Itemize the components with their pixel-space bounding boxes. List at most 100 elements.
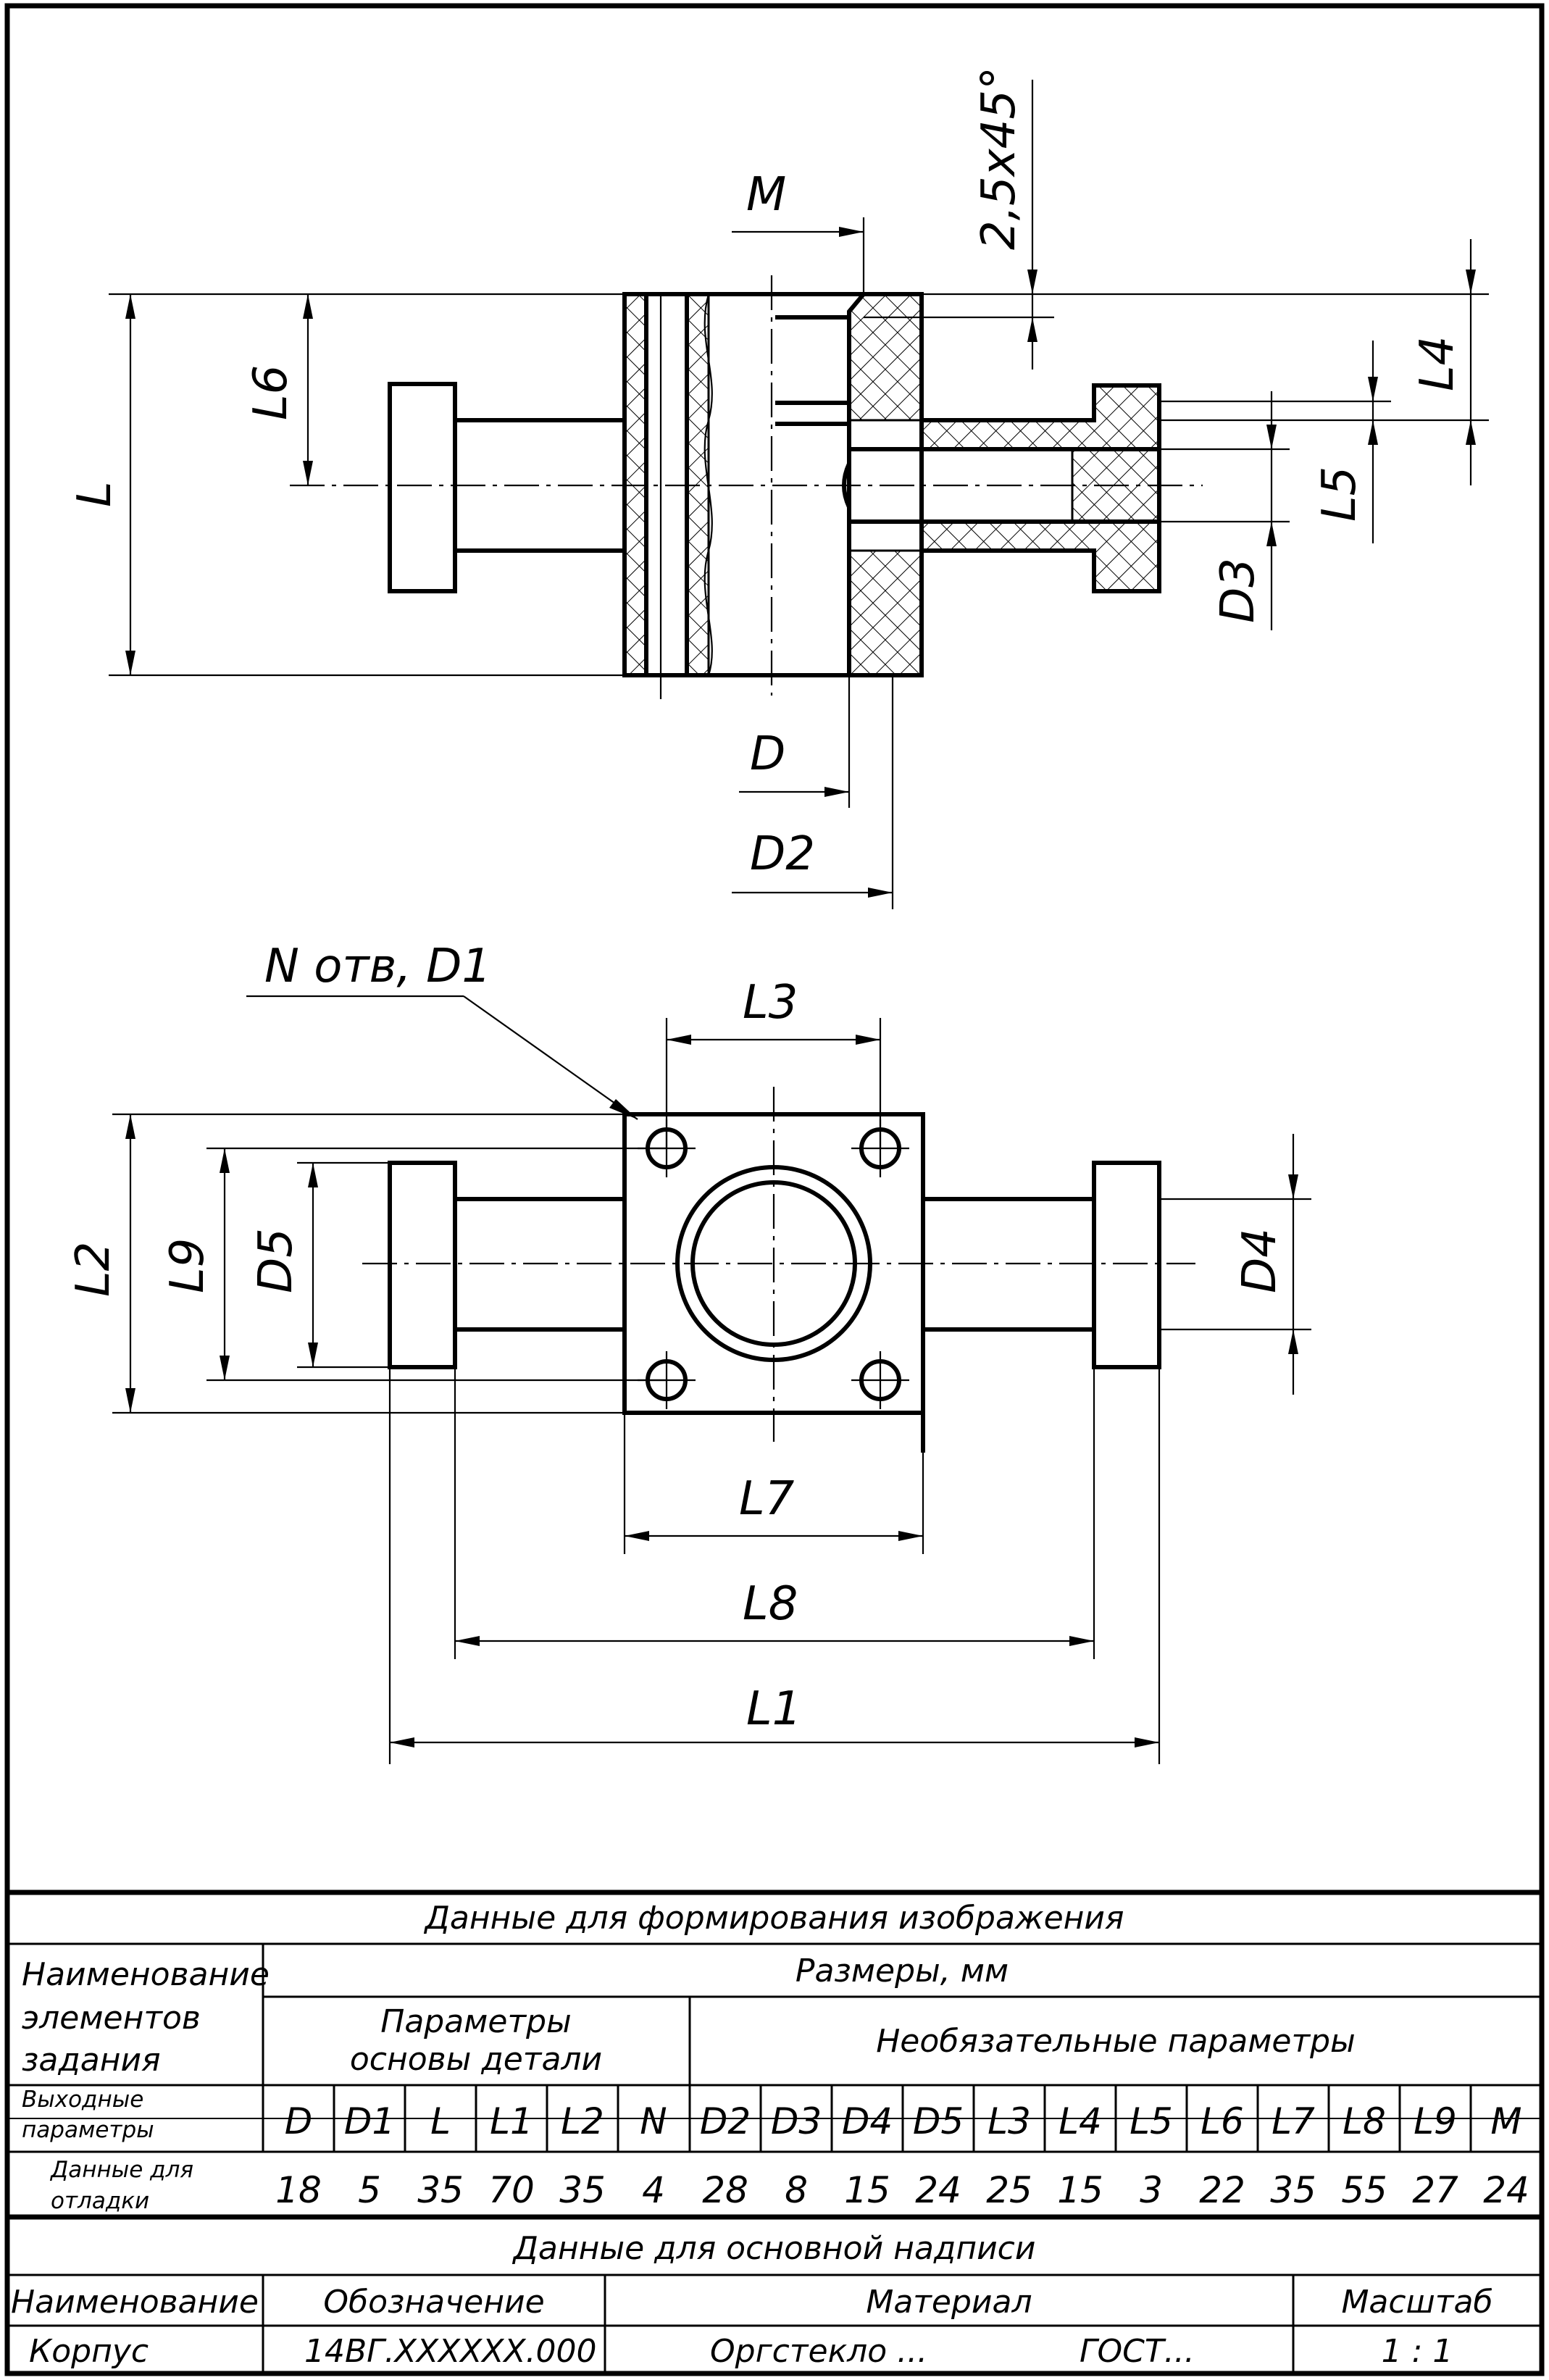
svg-text:D1: D1 <box>344 2100 395 2142</box>
dim-chamfer: 2,5x45° <box>864 67 1054 369</box>
svg-text:D3: D3 <box>771 2100 822 2142</box>
tb-header-name: Наименование <box>11 2284 259 2321</box>
dim-L5: L5 <box>1159 341 1391 543</box>
debug-data-label-1: Данные для <box>49 2157 193 2183</box>
label-L2: L2 <box>67 1242 120 1297</box>
dim-L6: L6 <box>244 294 313 485</box>
label-L9: L9 <box>161 1238 214 1293</box>
svg-text:L8: L8 <box>1343 2100 1386 2142</box>
top-view <box>362 1087 1195 1453</box>
element-names-header-3: задания <box>22 2042 161 2079</box>
label-chamfer: 2,5x45° <box>972 67 1026 250</box>
dim-holes: N отв, D1 <box>246 940 638 1120</box>
label-D4: D4 <box>1233 1228 1287 1293</box>
svg-text:15: 15 <box>844 2169 890 2211</box>
section-view <box>290 275 1203 699</box>
svg-text:L6: L6 <box>1201 2100 1244 2142</box>
label-D2: D2 <box>750 827 815 881</box>
svg-text:15: 15 <box>1057 2169 1103 2211</box>
label-L3: L3 <box>743 976 798 1030</box>
dim-L3: L3 <box>665 976 882 1148</box>
dim-D: D <box>739 675 851 808</box>
tb-value-scale: 1 : 1 <box>1382 2333 1453 2370</box>
output-params-label-1: Выходные <box>22 2087 143 2113</box>
svg-text:35: 35 <box>559 2169 606 2211</box>
label-D5: D5 <box>249 1228 303 1293</box>
tb-value-designation: 14ВГ.XXXXXX.000 <box>304 2333 597 2370</box>
dim-L8: L8 <box>454 1329 1095 1659</box>
label-D: D <box>750 727 785 781</box>
svg-text:L: L <box>430 2100 451 2142</box>
optional-params-header: Необязательные параметры <box>876 2023 1356 2060</box>
dim-L1: L1 <box>388 1367 1161 1764</box>
svg-text:L2: L2 <box>561 2100 604 2142</box>
svg-text:3: 3 <box>1140 2169 1163 2211</box>
tb-header-scale: Масштаб <box>1341 2284 1492 2321</box>
label-L6: L6 <box>244 365 298 420</box>
svg-text:L1: L1 <box>490 2100 533 2142</box>
dim-L9: L9 <box>161 1147 667 1382</box>
svg-text:5: 5 <box>358 2169 381 2211</box>
label-M: M <box>746 168 786 222</box>
tb-header-designation: Обозначение <box>323 2284 544 2321</box>
label-L5: L5 <box>1313 467 1366 522</box>
svg-text:70: 70 <box>488 2169 535 2211</box>
svg-text:55: 55 <box>1341 2169 1387 2211</box>
svg-text:35: 35 <box>1270 2169 1316 2211</box>
svg-text:28: 28 <box>702 2169 748 2211</box>
label-L7: L7 <box>739 1472 795 1526</box>
svg-text:L4: L4 <box>1059 2100 1102 2142</box>
label-holes: N отв, D1 <box>264 940 491 993</box>
column-headers: D D1 L L1 L2 N D2 D3 D4 D5 L3 L4 L5 L6 L… <box>285 2100 1522 2142</box>
tb-value-standard: ГОСТ... <box>1080 2333 1195 2370</box>
dim-L: L <box>68 293 625 677</box>
svg-text:L5: L5 <box>1130 2100 1173 2142</box>
right-flange <box>1092 1161 1161 1369</box>
svg-text:25: 25 <box>986 2169 1032 2211</box>
label-L8: L8 <box>743 1577 798 1631</box>
tb-value-material: Оргстекло ... <box>710 2333 927 2370</box>
left-flange <box>388 1161 457 1369</box>
dim-L7: L7 <box>623 1413 924 1554</box>
svg-text:8: 8 <box>785 2169 808 2211</box>
label-D3: D3 <box>1211 558 1265 623</box>
svg-text:L9: L9 <box>1414 2100 1457 2142</box>
svg-text:L7: L7 <box>1272 2100 1315 2142</box>
svg-text:35: 35 <box>417 2169 464 2211</box>
dim-D4: D4 <box>1159 1134 1311 1395</box>
svg-text:D2: D2 <box>700 2100 751 2142</box>
label-L4: L4 <box>1411 336 1464 391</box>
sheet-frame <box>4 3 1545 2376</box>
title-block-title: Данные для основной надписи <box>512 2230 1036 2267</box>
output-params-label-2: параметры <box>22 2117 154 2143</box>
svg-text:24: 24 <box>915 2169 961 2211</box>
sizes-header: Размеры, мм <box>796 1953 1009 1989</box>
base-params-header-1: Параметры <box>380 2003 572 2040</box>
dim-D2: D2 <box>732 675 894 909</box>
svg-text:24: 24 <box>1483 2169 1529 2211</box>
debug-values: 18 5 35 70 35 4 28 8 15 24 25 15 3 22 35… <box>275 2169 1529 2211</box>
svg-text:4: 4 <box>642 2169 665 2211</box>
left-knob <box>388 382 457 593</box>
label-L1: L1 <box>746 1682 801 1736</box>
element-names-header-1: Наименование <box>22 1956 270 1993</box>
tb-header-material: Материал <box>866 2284 1032 2321</box>
base-params-header-2: основы детали <box>350 2041 602 2078</box>
svg-text:22: 22 <box>1199 2169 1245 2211</box>
dim-L4: L4 <box>922 239 1489 485</box>
dim-L2: L2 <box>67 1113 625 1414</box>
tb-value-name: Корпус <box>29 2333 149 2370</box>
svg-text:27: 27 <box>1412 2169 1458 2211</box>
svg-text:D5: D5 <box>913 2100 964 2142</box>
table-title: Данные для формирования изображения <box>424 1900 1124 1937</box>
dim-M: M <box>732 168 865 294</box>
svg-text:L3: L3 <box>988 2100 1031 2142</box>
svg-text:N: N <box>640 2100 667 2142</box>
element-names-header-2: элементов <box>22 2000 201 2037</box>
svg-text:M: M <box>1490 2100 1521 2142</box>
label-L: L <box>68 481 122 507</box>
svg-text:18: 18 <box>275 2169 322 2211</box>
parameters-table: Данные для формирования изображения Наим… <box>7 1890 1542 2373</box>
svg-text:D: D <box>285 2100 313 2142</box>
